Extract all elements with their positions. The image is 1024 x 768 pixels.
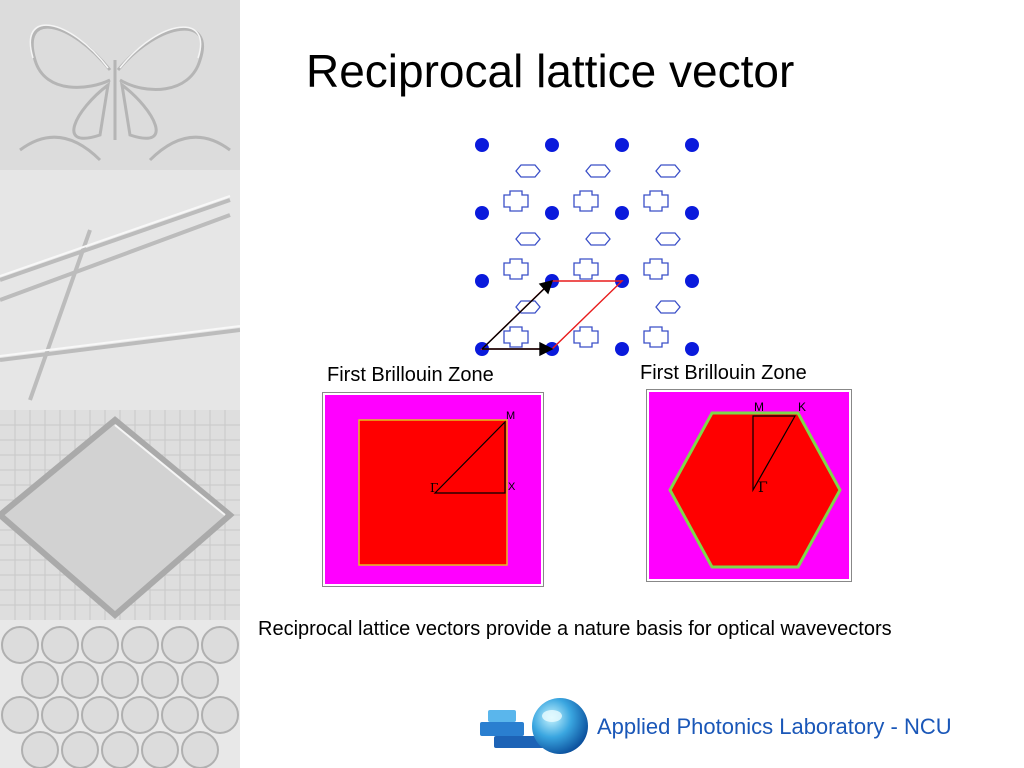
- lab-logo: [480, 698, 588, 754]
- hex-zone-label-k: K: [798, 400, 806, 414]
- hex-zone-caption: First Brillouin Zone: [640, 362, 807, 384]
- square-zone-path: [433, 420, 506, 494]
- hex-brillouin-zone: M K Γ: [646, 389, 852, 582]
- lattice-diagram: [475, 138, 699, 357]
- hex-zone-path: [752, 415, 797, 493]
- square-zone-caption: First Brillouin Zone: [327, 364, 494, 386]
- slide-title: Reciprocal lattice vector: [306, 45, 795, 97]
- sidebar-texture-graphic: [0, 0, 240, 768]
- slide-body-text: Reciprocal lattice vectors provide a nat…: [258, 618, 892, 640]
- square-zone-label-gamma: Γ: [430, 481, 438, 495]
- unit-cell: [480, 280, 624, 350]
- embossed-texture-sidebar: [0, 0, 240, 768]
- basis-vectors: [481, 280, 554, 357]
- lattice-points: [475, 138, 699, 356]
- square-zone-label-m: M: [506, 410, 515, 422]
- hex-zone-region: [668, 411, 842, 569]
- hex-zone-label-m: M: [754, 400, 764, 414]
- footer-lab-name: Applied Photonics Laboratory - NCU: [597, 714, 952, 739]
- lattice-basis-outlines: [503, 164, 681, 348]
- square-brillouin-zone: M X Γ: [322, 392, 544, 587]
- square-zone-label-x: X: [508, 481, 516, 493]
- hex-zone-label-gamma: Γ: [758, 480, 768, 496]
